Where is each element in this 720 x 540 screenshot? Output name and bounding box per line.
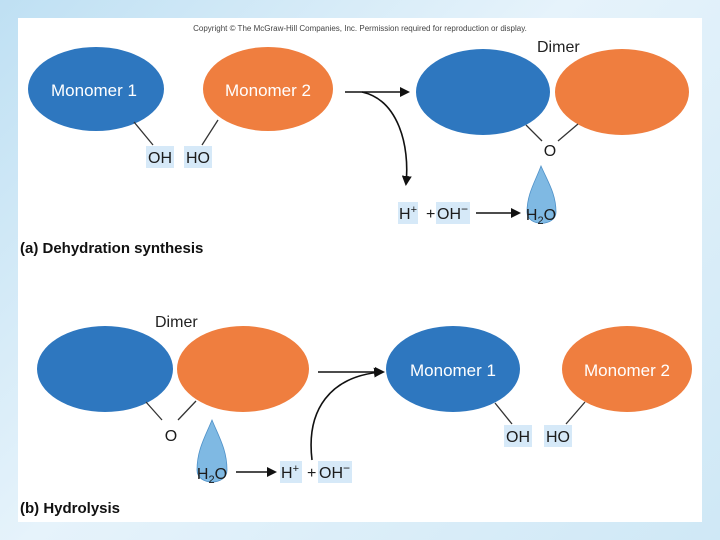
dimer-label: Dimer — [155, 314, 198, 331]
monomer-1-label: Monomer 1 — [51, 81, 137, 100]
plus-sign: + — [307, 465, 316, 482]
oh-box — [504, 425, 532, 447]
dimer-label: Dimer — [537, 39, 580, 56]
panel-a-dehydration: Monomer 1 Monomer 2 OH HO Dimer O H2O H+… — [20, 39, 689, 257]
monomer-1-ellipse — [386, 326, 520, 412]
bond-line — [525, 124, 543, 142]
h-plus-box — [398, 202, 418, 224]
h-plus-label: H+ — [281, 463, 299, 482]
dimer-blue-ellipse — [416, 49, 550, 135]
oh-label: OH — [148, 150, 172, 167]
water-drop-icon — [196, 418, 228, 483]
ho-box — [184, 146, 212, 168]
ho-label: HO — [546, 429, 570, 446]
oxygen-label: O — [544, 143, 556, 160]
bond-line — [145, 401, 163, 421]
oh-minus-label: OH− — [437, 202, 468, 223]
water-label: H2O — [526, 207, 556, 227]
water-removal-arrow — [361, 91, 412, 186]
h-plus-box — [280, 461, 302, 483]
bond-line — [565, 401, 586, 425]
ho-label: HO — [186, 150, 210, 167]
monomer-2-ellipse — [203, 47, 333, 131]
copyright-notice: Copyright © The McGraw-Hill Companies, I… — [193, 24, 527, 33]
oh-minus-box — [436, 202, 470, 224]
water-addition-arrow — [310, 367, 384, 461]
ho-box — [544, 425, 572, 447]
oh-minus-label: OH− — [319, 461, 350, 482]
panel-b-hydrolysis: Dimer O H2O H+ + OH− Monomer 1 Monomer 2… — [20, 314, 692, 517]
monomer-2-label: Monomer 2 — [225, 81, 311, 100]
oh-box — [146, 146, 174, 168]
dimer-orange-ellipse — [555, 49, 689, 135]
bond-line — [201, 119, 219, 146]
caption-a: (a) Dehydration synthesis — [20, 240, 203, 257]
monomer-2-ellipse — [562, 326, 692, 412]
dimer-blue-ellipse — [37, 326, 173, 412]
h-plus-label: H+ — [399, 204, 417, 223]
monomer-2-label: Monomer 2 — [584, 361, 670, 380]
bond-line — [557, 123, 579, 142]
monomer-1-label: Monomer 1 — [410, 361, 496, 380]
caption-b: (b) Hydrolysis — [20, 500, 120, 517]
oh-label: OH — [506, 429, 530, 446]
water-label: H2O — [197, 466, 227, 486]
bond-line — [177, 400, 197, 421]
water-drop-icon — [526, 164, 557, 224]
monomer-1-ellipse — [28, 47, 164, 131]
bond-line — [494, 402, 513, 425]
oxygen-label: O — [165, 428, 177, 445]
bond-line — [133, 121, 154, 146]
dimer-orange-ellipse — [177, 326, 309, 412]
oh-minus-box — [318, 461, 352, 483]
plus-sign: + — [426, 206, 435, 223]
